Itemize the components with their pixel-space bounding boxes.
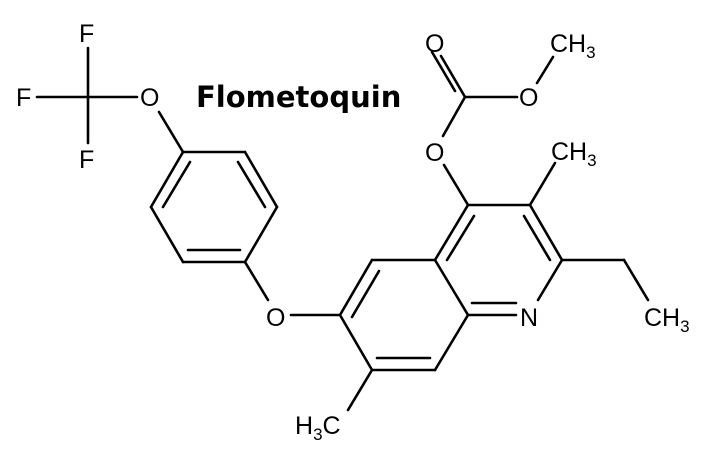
bond-o-phenyl — [157, 110, 185, 154]
compound-name: Flometoquin — [196, 80, 401, 114]
oxygen-ocf3: O — [140, 84, 159, 112]
oxygen-ether: O — [266, 304, 285, 332]
oxygen-carbonyl: O — [425, 30, 444, 58]
fluorine-bottom: F — [79, 146, 94, 174]
bond-ethyl-2 — [622, 258, 650, 302]
oxygen-c4: O — [425, 139, 444, 167]
phenyl-ring — [149, 150, 279, 264]
methyl-ester: CH3 — [550, 30, 596, 62]
fluorine-top: F — [79, 20, 94, 48]
oxygen-ester: O — [519, 84, 538, 112]
quinoline-pyridine-ring: N — [433, 203, 564, 332]
nitrogen-ring: N — [520, 304, 538, 332]
methyl-carbonate-group: O O O CH3 — [425, 30, 596, 207]
trifluoromethyl-group: F F F O — [16, 20, 159, 174]
bond-phenyl-o — [243, 260, 270, 302]
methyl-c3: CH3 — [551, 138, 597, 170]
bond-c3-methyl — [528, 161, 557, 207]
methyl-ethyl: CH3 — [644, 304, 690, 336]
bond-c7-methyl — [346, 368, 374, 412]
quinoline-benzo-ring — [338, 258, 470, 372]
methyl-c7: H3C — [295, 412, 341, 444]
fluorine-left: F — [16, 84, 31, 112]
